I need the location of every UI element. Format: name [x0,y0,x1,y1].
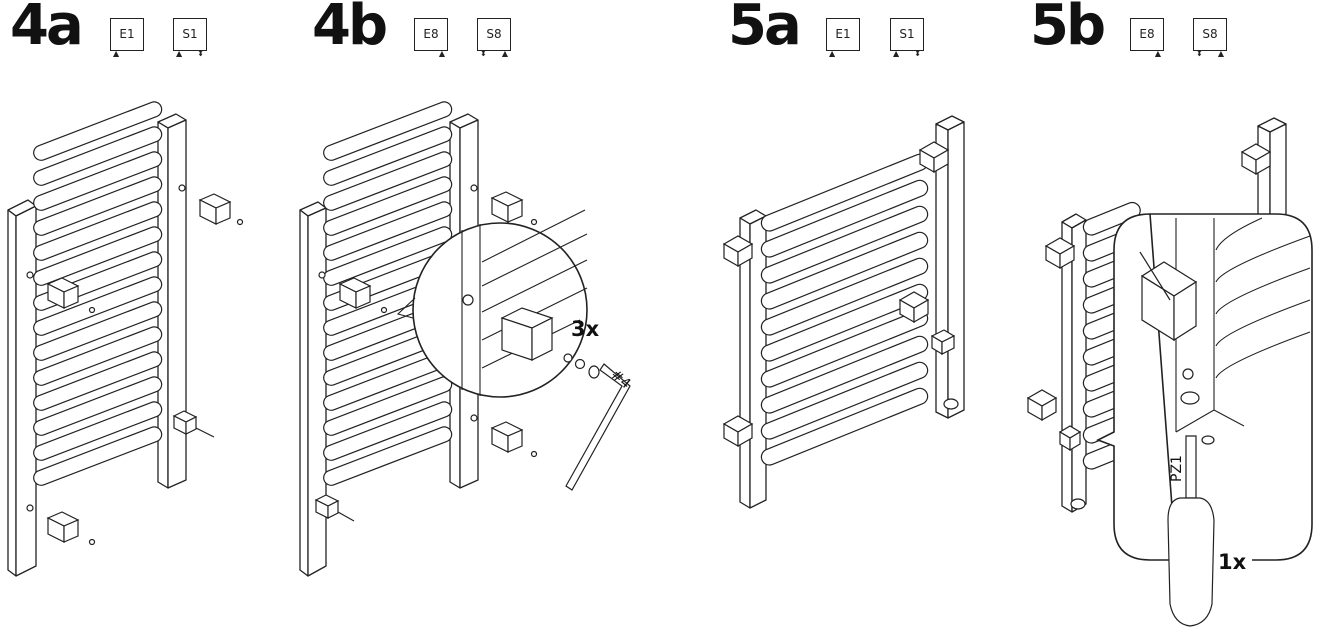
code-label: S1 [182,27,198,41]
code-box: E1 ▲ [110,18,144,58]
code-label: E1 [119,27,135,41]
step-number: 4a [10,0,84,58]
quantity-label: 1x [1218,550,1247,574]
arrow-up-icon: ▲ [176,49,183,58]
tool-size-label: PZ1 [1169,455,1185,482]
arrow-up-icon: ▲ [113,49,120,58]
arrow-updown-icon: ⬍ [197,49,204,58]
quantity-label: 3x [571,317,600,341]
code-box: S1 ▲ ⬍ [173,18,207,58]
step-4a: 4a E1 ▲ S1 ▲ ⬍ [0,0,300,632]
